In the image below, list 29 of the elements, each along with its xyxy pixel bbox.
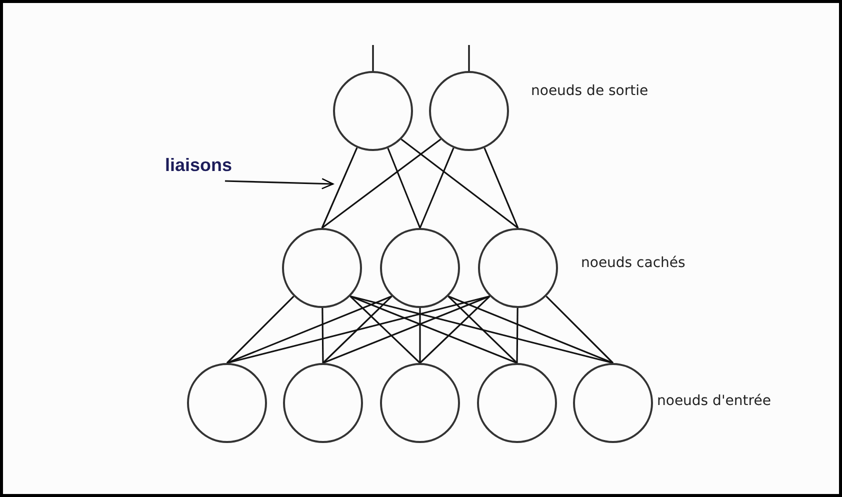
connection-line: [350, 296, 614, 364]
neuron-circle: [380, 228, 460, 308]
connection-line: [321, 147, 358, 228]
connection-line: [448, 296, 518, 364]
connection-line: [322, 296, 392, 364]
connection-line: [226, 296, 490, 364]
connection-line: [419, 296, 490, 364]
connection-line: [350, 296, 421, 364]
connection-line: [387, 148, 421, 228]
layer-label: noeuds d'entrée: [657, 393, 771, 409]
connection-line: [448, 296, 614, 364]
callout-text: liaisons: [165, 155, 232, 176]
connection-line: [226, 296, 392, 364]
layer-label: noeuds de sortie: [531, 83, 648, 99]
connection-line: [484, 148, 519, 228]
connection-line: [322, 308, 324, 363]
connection-line: [468, 45, 470, 71]
connection-line: [516, 308, 518, 363]
leader-line: [224, 178, 334, 190]
connection-line: [226, 296, 294, 364]
connection-line: [350, 296, 518, 364]
connection-line: [546, 296, 614, 364]
connection-line: [400, 138, 518, 229]
connection-line: [322, 296, 490, 364]
connection-line: [372, 45, 374, 71]
connection-line: [419, 308, 421, 363]
connection-line: [419, 148, 454, 228]
connection-line: [322, 138, 442, 229]
layer-label: noeuds cachés: [581, 255, 686, 271]
